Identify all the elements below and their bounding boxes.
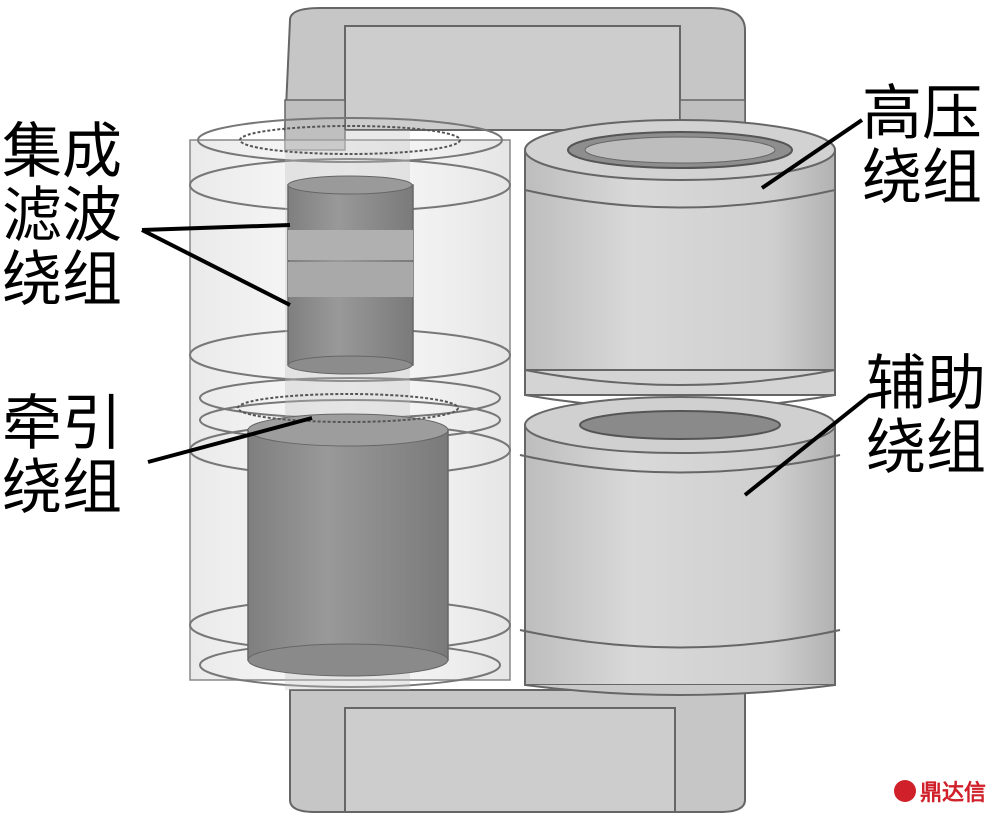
leader-traction (147, 416, 313, 464)
label-traction-winding: 牵引 绕组 (2, 392, 122, 520)
label-line: 集成 (2, 117, 122, 187)
label-integrated-filter-winding: 集成 滤波 绕组 (2, 120, 122, 312)
integrated-filter-winding (287, 175, 414, 375)
label-line: 牵引 (2, 389, 122, 459)
leader-filter-2 (141, 228, 291, 307)
label-line: 绕组 (862, 143, 982, 213)
leader-auxiliary (743, 393, 872, 497)
label-line: 辅助 (866, 349, 986, 419)
watermark: 鼎达信 (893, 775, 986, 807)
label-line: 绕组 (2, 245, 122, 315)
bottom-yoke (289, 689, 746, 813)
watermark-logo-icon (893, 780, 916, 802)
label-line: 绕组 (2, 453, 122, 523)
label-line: 绕组 (866, 413, 986, 483)
label-line: 滤波 (2, 181, 122, 251)
leader-filter-1 (141, 223, 291, 232)
watermark-text: 鼎达信 (919, 781, 986, 806)
label-line: 高压 (862, 79, 982, 149)
traction-winding-body (237, 125, 461, 677)
label-high-voltage-winding: 高压 绕组 (862, 82, 982, 210)
leader-lines (141, 118, 872, 497)
high-voltage-winding-body (524, 119, 836, 410)
label-auxiliary-winding: 辅助 绕组 (866, 352, 986, 480)
top-yoke (283, 7, 746, 151)
leader-high-voltage (760, 118, 864, 190)
auxiliary-winding-body (519, 396, 841, 696)
